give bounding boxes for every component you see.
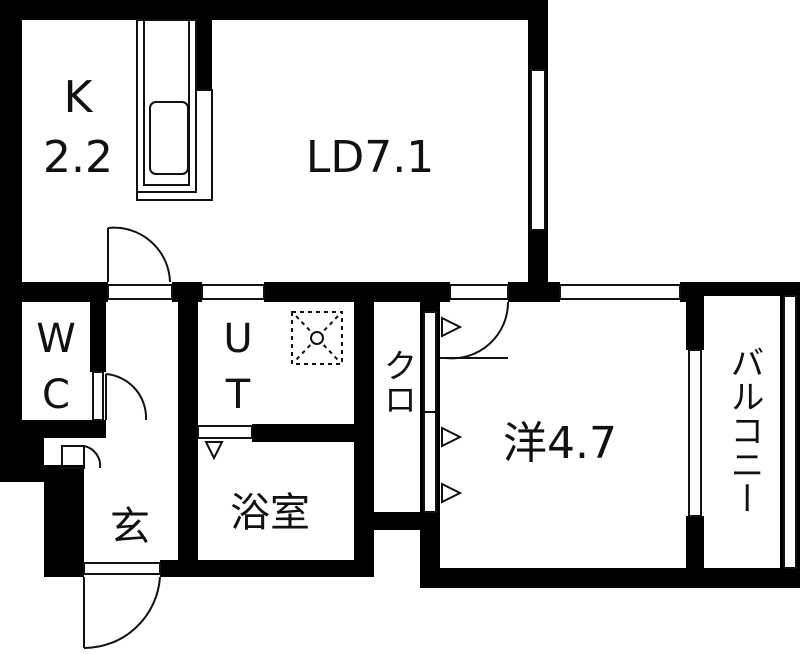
closet-doors	[423, 311, 463, 513]
washer-drain-icon	[310, 331, 324, 345]
utility-label-t: T	[225, 372, 251, 418]
doors	[61, 226, 510, 650]
kitchen-counter	[136, 19, 213, 201]
washer-pan	[291, 311, 343, 365]
balcony-label: バルコニー	[724, 345, 764, 515]
toilet-label-w: W	[36, 316, 76, 362]
kitchen-size: 2.2	[43, 132, 113, 183]
toilet-label-c: C	[42, 372, 70, 418]
closet-label: クロ	[377, 348, 417, 416]
bathroom-label: 浴室	[230, 490, 310, 536]
kitchen-label: K	[64, 72, 94, 123]
windows	[83, 69, 797, 575]
living-dining-label: LD7.1	[306, 132, 434, 183]
bath-entry	[197, 425, 253, 461]
utility-label-u: U	[223, 316, 252, 362]
western-room-label: 洋4.7	[503, 418, 617, 469]
entrance-label: 玄	[110, 504, 150, 550]
